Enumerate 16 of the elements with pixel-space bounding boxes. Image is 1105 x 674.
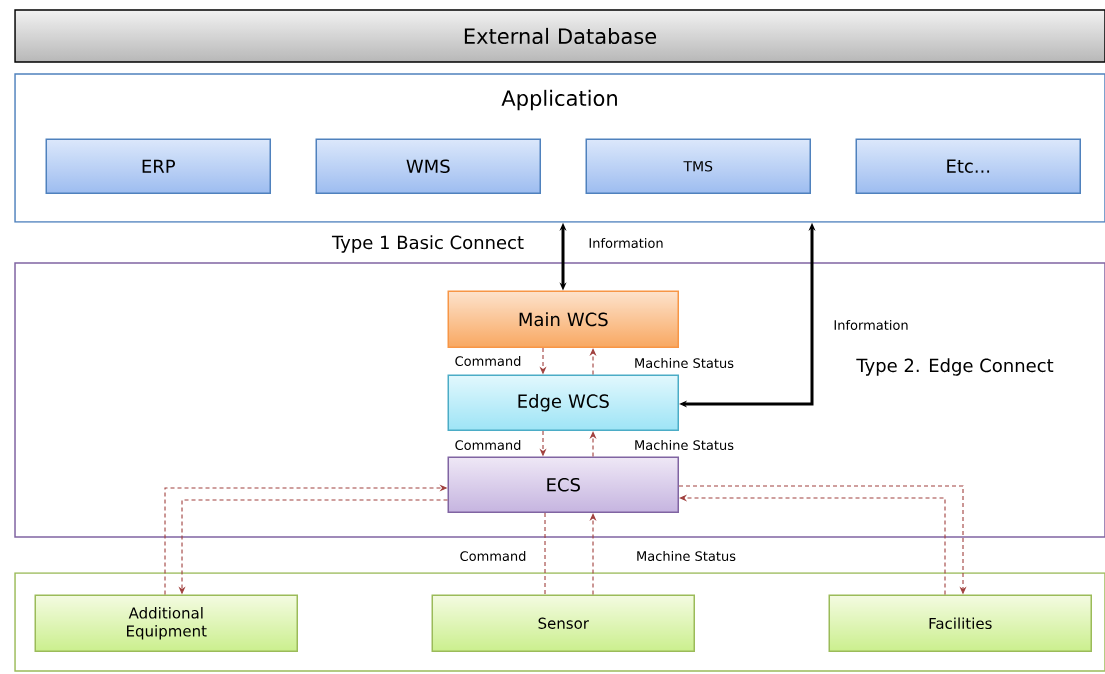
process-box: Etc...: [855, 138, 1081, 194]
process-box: Facilities: [828, 594, 1092, 652]
banner-box: External Database: [14, 9, 1105, 63]
edge-label: Command: [458, 549, 528, 563]
process-box: TMS: [585, 138, 811, 194]
section-label: Type 2. Edge Connect: [856, 358, 1054, 376]
section-label: Type 1 Basic Connect: [331, 235, 524, 253]
process-box: ECS: [447, 456, 679, 513]
edge-label: Machine Status: [635, 549, 737, 563]
process-box: ERP: [45, 138, 271, 194]
edge-label: Information: [587, 236, 665, 250]
process-box: WMS: [315, 138, 541, 194]
process-box: Sensor: [431, 594, 695, 652]
process-box: Edge WCS: [447, 374, 679, 431]
process-box: Main WCS: [447, 290, 679, 348]
process-box: Additional Equipment: [34, 594, 298, 652]
